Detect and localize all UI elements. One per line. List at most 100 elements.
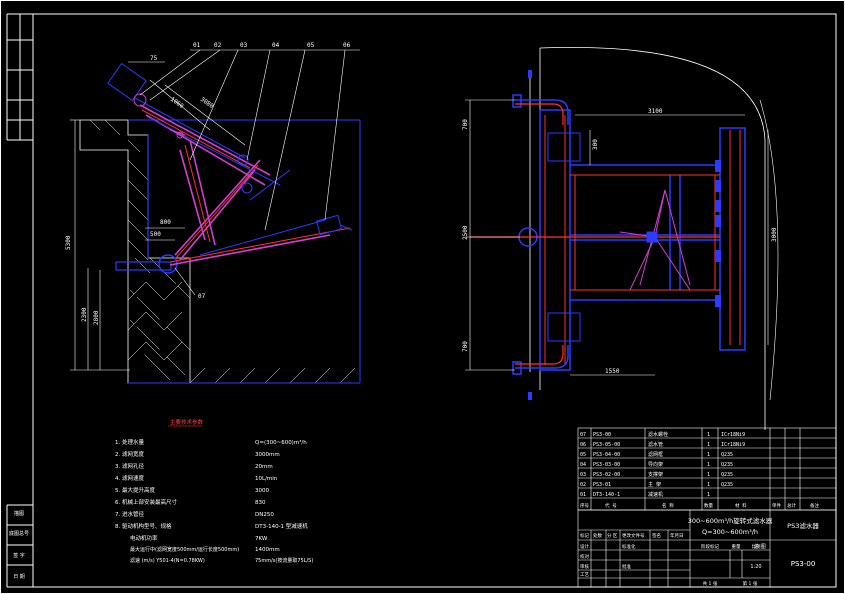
dim-lower1: 2300	[81, 307, 88, 322]
tb-col-zone: 分 区	[607, 532, 618, 539]
spec-sub-k-1: 电动机功率	[130, 534, 158, 542]
bom-qty-7: 1	[707, 492, 710, 498]
bom-mat-3: Q235	[721, 452, 733, 458]
front-view: 5300 2300 2800	[65, 42, 361, 384]
leader-06: 06	[343, 42, 351, 49]
scale-value: 1:20	[750, 564, 761, 570]
dim-upper: 700	[462, 119, 469, 130]
bom-code-1: PS3-00	[593, 432, 611, 438]
spec-list: 主要技术参数 1. 处理水量 Q=(300~600)m³/h 2. 滤网宽度 3…	[115, 418, 313, 564]
spec-k-3: 3. 滤网孔径	[115, 462, 144, 470]
dim-width-left: 2500	[462, 225, 469, 240]
spec-k-5: 5. 最大提升高度	[115, 486, 155, 494]
bom-qty-5: 1	[707, 472, 710, 478]
spec-k-1: 1. 处理水量	[115, 438, 144, 446]
bom-no-2: 06	[580, 442, 586, 448]
bom-name-3: 滤网框	[648, 451, 663, 458]
bom-no-1: 07	[580, 432, 586, 438]
bom-no-3: 05	[580, 452, 586, 458]
spec-k-7: 7. 进水管径	[115, 510, 144, 518]
leader-01: 01	[193, 42, 201, 49]
bom-h-name: 名 称	[662, 502, 674, 509]
leader-03: 03	[240, 42, 248, 49]
bom-name-4: 导向架	[648, 461, 663, 468]
bom-mat-4: Q235	[721, 462, 733, 468]
bom-no-6: 02	[580, 482, 586, 488]
title-block-text: 300~600m³/h旋转式滤水器 Q=300~600m³/h PS3滤水器 P…	[580, 516, 819, 587]
strip-label-1: 描图	[14, 510, 24, 517]
bom-h-single: 单件	[772, 502, 781, 509]
tb-process: 工艺	[580, 572, 589, 578]
dim-c: 800	[160, 219, 171, 226]
leader-05: 05	[307, 42, 315, 49]
bom-qty-4: 1	[707, 462, 710, 468]
dim-width-right: 3000	[771, 227, 778, 242]
bom-code-7: DT3-140-1	[593, 492, 620, 498]
bom-h-mat: 材 料	[735, 502, 747, 509]
bom-name-2: 滤水管	[648, 441, 663, 448]
spec-v-4: 10L/min	[255, 476, 278, 482]
dim-height-total: 5300	[65, 235, 72, 250]
title-block	[577, 509, 837, 588]
bom-code-4: PS3-03-00	[593, 462, 620, 468]
tb-approve: 批准	[622, 563, 631, 570]
bom-mat-2: ICr18Ni9	[721, 442, 745, 448]
tb-col-date: 年月日	[670, 532, 684, 539]
strip-label-2: 底图总号	[9, 530, 29, 537]
bom-mat-6: Q235	[721, 482, 733, 488]
title-main: 300~600m³/h旋转式滤水器	[688, 516, 773, 525]
bom-h-no: 序号	[580, 502, 589, 509]
bom-table	[577, 427, 837, 511]
dim-d: 500	[150, 231, 161, 238]
spec-sub-v-1: 7KW	[255, 536, 268, 542]
tb-col-doc: 更改文件号	[622, 532, 645, 539]
bom-h-code: 代 号	[605, 502, 617, 509]
spec-v-8: DT3-140-1 型减速机	[255, 522, 308, 530]
bom-h-total: 总计	[787, 502, 796, 509]
weight-label: 重量	[732, 543, 741, 550]
spec-v-6: 830	[255, 500, 266, 506]
spec-v-3: 20mm	[255, 464, 273, 470]
bom-code-2: PS3-05-00	[593, 442, 620, 448]
bom-code-6: PS3-01	[593, 482, 611, 488]
tb-col-mark: 标记	[580, 532, 589, 539]
dim-lower: 700	[462, 341, 469, 352]
bom-qty-1: 1	[707, 432, 710, 438]
title-flow: Q=300~600m³/h	[702, 528, 758, 536]
bom-no-4: 04	[580, 462, 586, 468]
spec-v-2: 3000mm	[255, 452, 280, 458]
spec-v-5: 3000	[255, 488, 269, 494]
tb-col-sign: 签名	[652, 532, 661, 539]
specs-heading: 主要技术参数	[170, 418, 204, 426]
leader-07: 07	[198, 293, 206, 300]
stage-label: 阶段标记	[701, 543, 719, 550]
spec-v-7: DN250	[255, 512, 274, 518]
spec-sub-k-2: 最大运行中(滤网宽度500mm/运行长度500mm)	[130, 546, 239, 553]
bom-qty-6: 1	[707, 482, 710, 488]
spec-k-4: 4. 滤网速度	[115, 474, 144, 482]
bom-name-5: 支撑架	[648, 471, 663, 478]
left-strip: 描图 底图总号 签 字 日 期	[6, 13, 33, 588]
top-view: 700 2500 700 300 3100 3000 1550	[462, 47, 779, 430]
tb-review: 审核	[580, 563, 589, 570]
strip-label-4: 日 期	[13, 574, 25, 580]
sheets-total: 共 1 张	[703, 580, 718, 587]
dim-top: 75	[150, 55, 158, 62]
spec-sub-v-3: 75mm/s(按流量取75L/S)	[255, 557, 313, 564]
tb-design: 设计	[580, 543, 589, 550]
bom-name-7: 减速机	[648, 491, 663, 498]
bom-code-5: PS3-02-00	[593, 472, 620, 478]
spec-k-8: 8. 驱动机构型号、规格	[115, 522, 172, 530]
bom-h-qty: 数量	[704, 502, 713, 509]
bom-name-6: 主 架	[648, 481, 661, 488]
drawing-number: PS3-00	[791, 560, 816, 568]
bom-mat-1: ICr18Ni9	[721, 432, 745, 438]
tb-standard: 标准化	[622, 543, 636, 550]
tb-check: 校对	[580, 553, 589, 560]
leader-02: 02	[214, 42, 222, 49]
bom-qty-2: 1	[707, 442, 710, 448]
bom-text: 07 PS3-00 滤水螺栓 1 ICr18Ni9 06 PS3-05-00 滤…	[580, 431, 819, 509]
assembly-label: 总 图	[754, 543, 766, 550]
dim-bottom-span: 1550	[605, 368, 620, 375]
dim-upper-inner: 300	[592, 139, 599, 150]
